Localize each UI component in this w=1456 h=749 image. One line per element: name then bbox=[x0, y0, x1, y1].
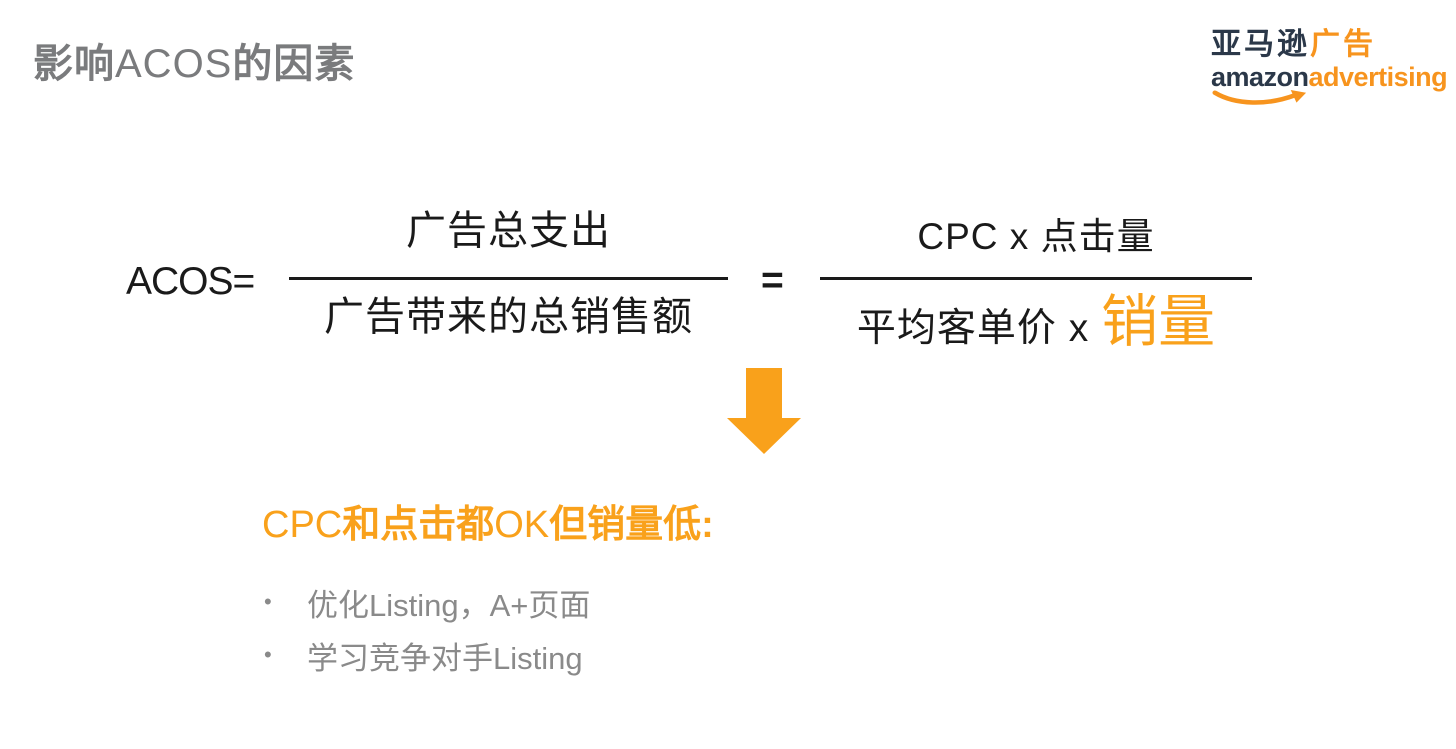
denominator-prefix: 平均客单价 x bbox=[856, 307, 1102, 350]
fraction-bar bbox=[289, 277, 728, 280]
fraction-right-numerator: CPC x 点击量 bbox=[917, 216, 1155, 257]
sales-volume-highlight: 销量 bbox=[1101, 290, 1216, 354]
bullet-dot-icon: • bbox=[264, 642, 272, 667]
logo-en-suffix: advertising bbox=[1308, 62, 1448, 92]
title-segment-acos: ACOS bbox=[115, 42, 233, 86]
fraction-ad-spend: 广告总支出 广告带来的总销售额 bbox=[289, 203, 728, 337]
logo-en-name: amazon bbox=[1211, 62, 1309, 92]
page-title: 影响ACOS的因素 bbox=[33, 40, 355, 88]
fraction-right-denominator: 平均客单价 x 销量 bbox=[820, 280, 1252, 351]
list-item: • 优化Listing，A+页面 bbox=[264, 581, 590, 623]
bullet-dot-icon: • bbox=[264, 589, 272, 614]
acos-equation-label: ACOS= bbox=[126, 260, 255, 303]
title-segment-left: 影响 bbox=[33, 42, 115, 86]
heading-ok: OK bbox=[494, 504, 550, 546]
amazon-advertising-logo: 亚马逊广告 amazonadvertising bbox=[1211, 29, 1451, 105]
down-arrow-head bbox=[727, 418, 801, 454]
amazon-smile-arrow-icon bbox=[1212, 90, 1307, 105]
bullet-text: 优化Listing，A+页面 bbox=[307, 587, 591, 623]
fraction-left-denominator: 广告带来的总销售额 bbox=[324, 295, 693, 339]
logo-cn-name: 亚马逊 bbox=[1211, 28, 1310, 61]
fraction-cpc-clicks: CPC x 点击量 平均客单价 x 销量 bbox=[820, 203, 1252, 351]
equals-sign: = bbox=[761, 259, 784, 302]
callout-heading: CPC和点击都OK但销量低: bbox=[262, 504, 714, 548]
logo-chinese-line: 亚马逊广告 bbox=[1211, 29, 1451, 61]
down-arrow-shaft bbox=[746, 368, 782, 418]
heading-mid2: 但销量低: bbox=[549, 504, 714, 546]
fraction-bar bbox=[820, 277, 1252, 280]
callout-bullet-list: • 优化Listing，A+页面 • 学习竞争对手Listing bbox=[264, 581, 590, 687]
fraction-left-numerator: 广告总支出 bbox=[406, 209, 611, 253]
heading-cpc: CPC bbox=[262, 504, 343, 546]
title-segment-right: 的因素 bbox=[232, 42, 356, 86]
list-item: • 学习竞争对手Listing bbox=[264, 634, 590, 676]
heading-mid1: 和点击都 bbox=[342, 504, 495, 546]
logo-english-line: amazonadvertising bbox=[1211, 62, 1451, 105]
down-arrow-icon bbox=[727, 368, 801, 454]
logo-cn-suffix: 广告 bbox=[1310, 28, 1376, 61]
bullet-text: 学习竞争对手Listing bbox=[307, 640, 583, 676]
